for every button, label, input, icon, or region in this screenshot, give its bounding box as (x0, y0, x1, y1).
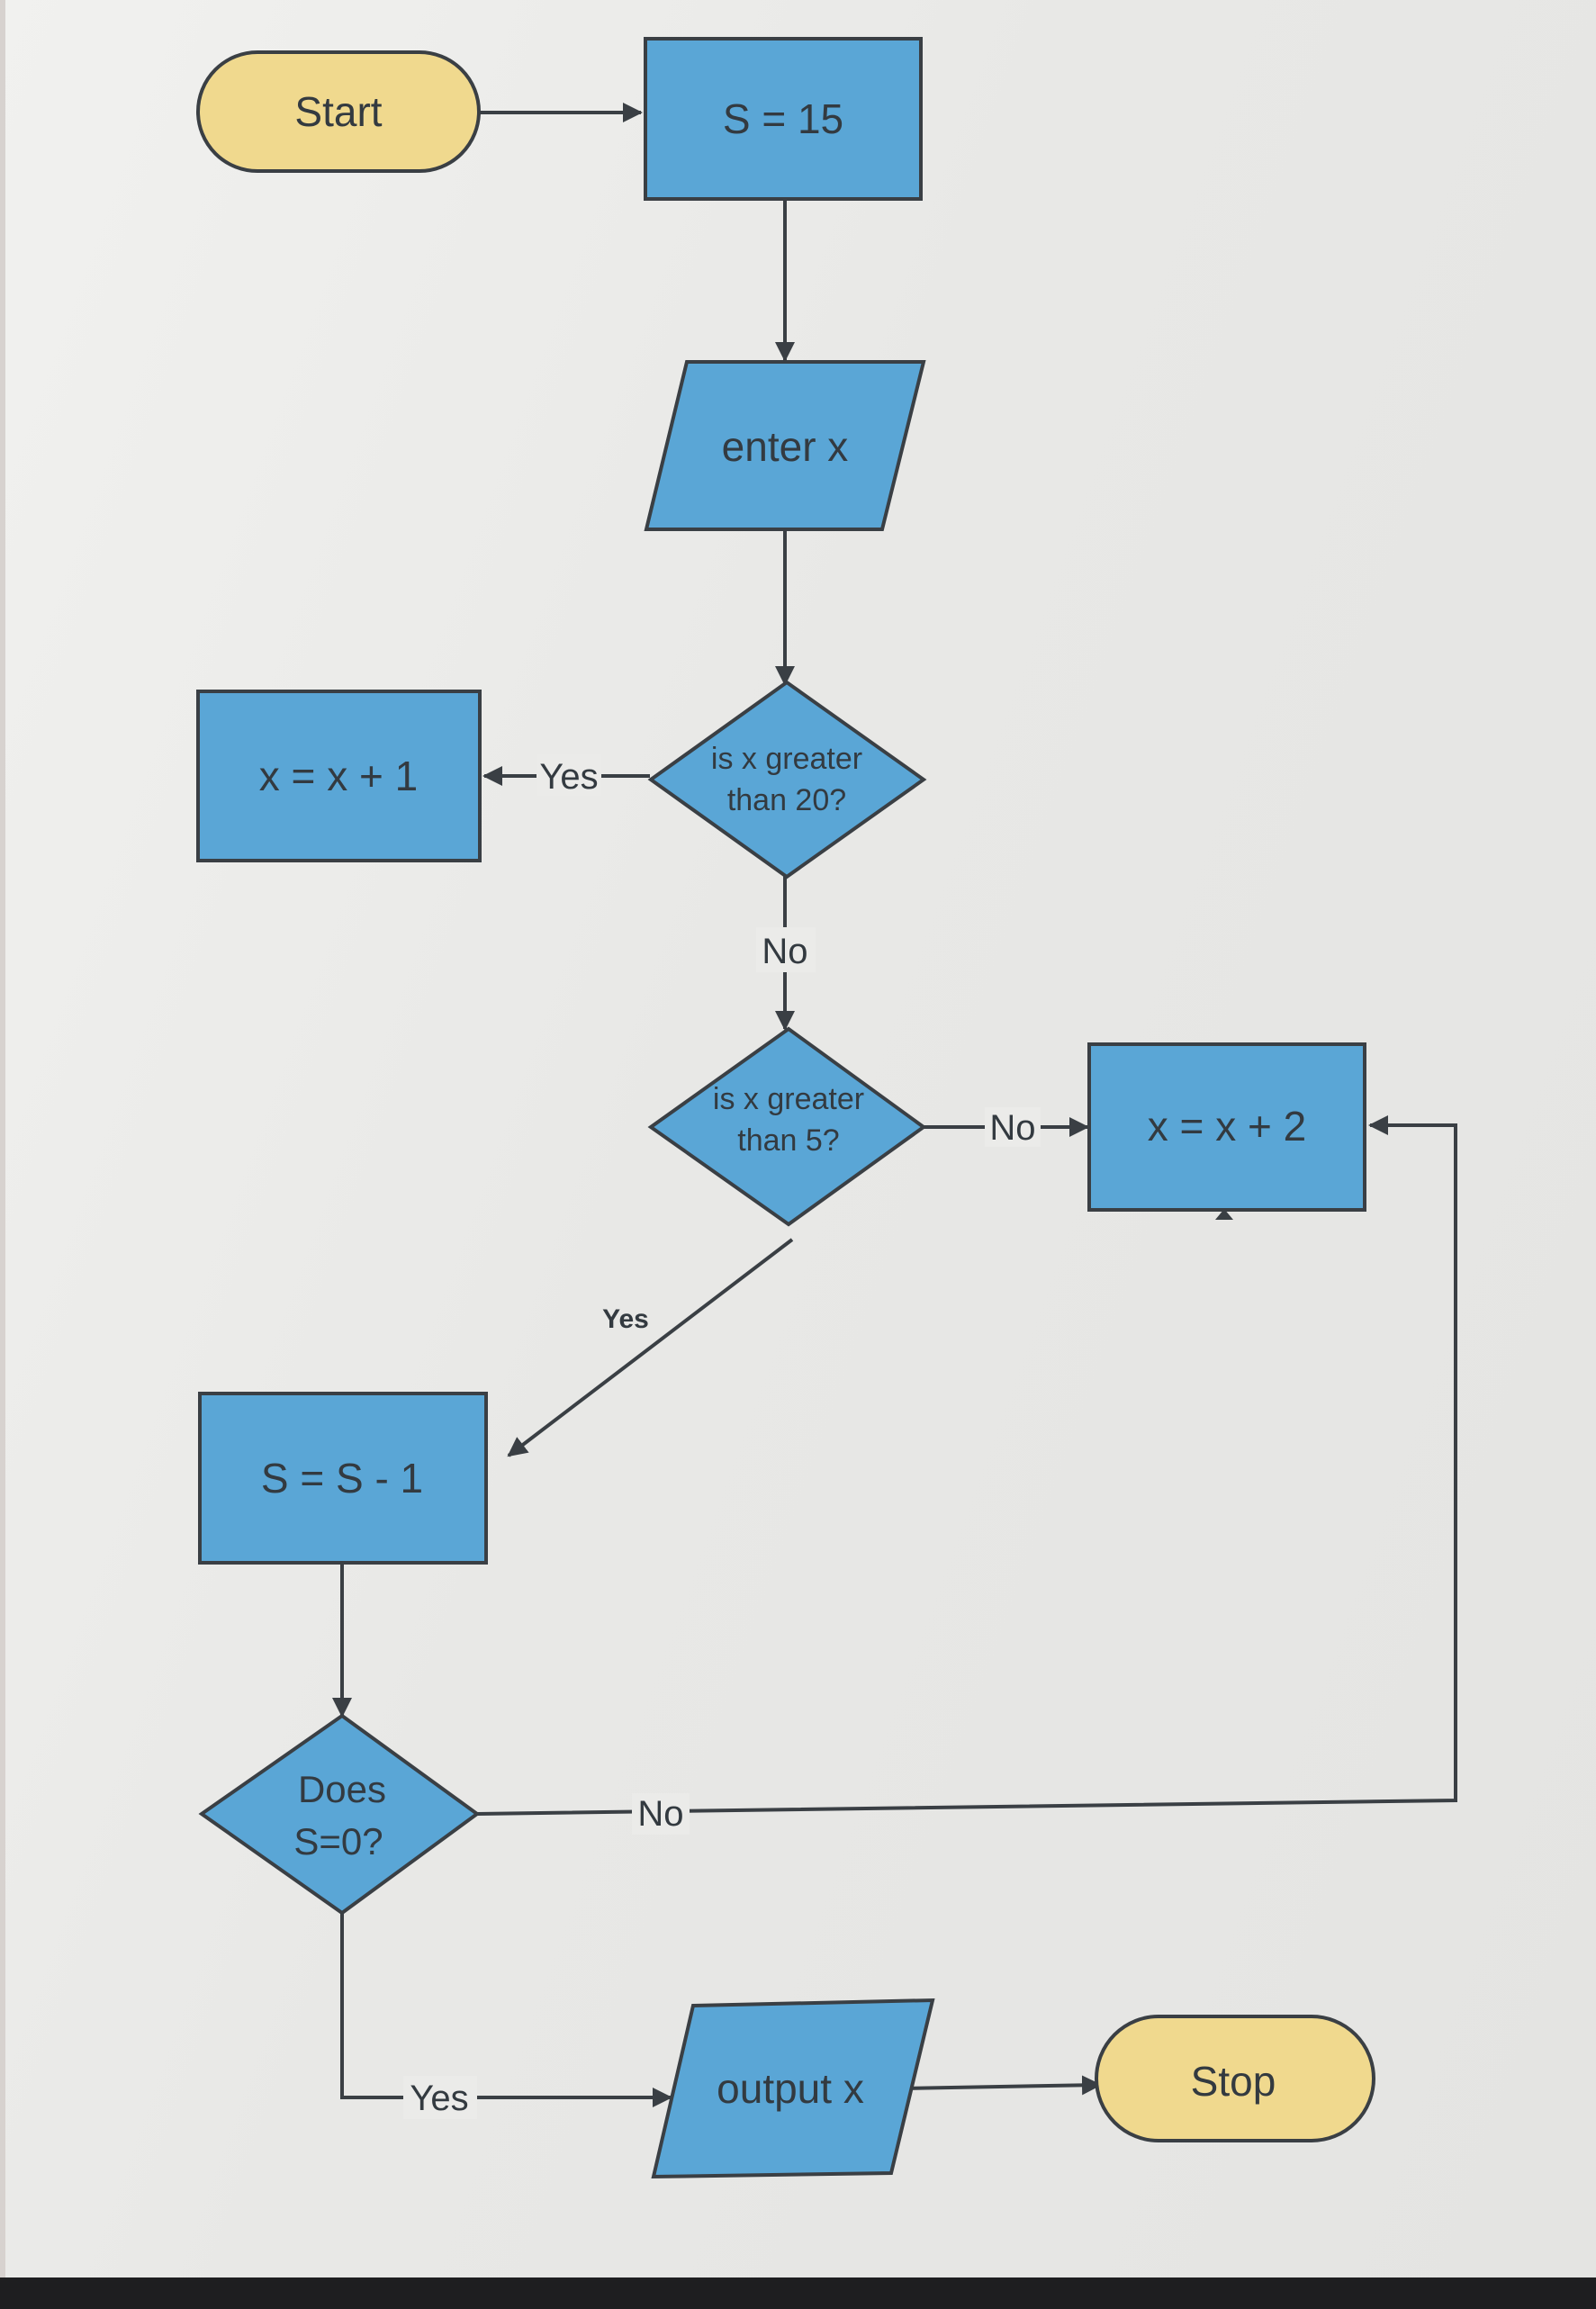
input-x-label: enter x (722, 423, 849, 470)
edge-label-bg (632, 1793, 690, 1835)
decision-s0-line2: S=0? (293, 1820, 383, 1863)
edge-label-bg (756, 927, 816, 972)
decision-20-line1: is x greater (711, 742, 862, 776)
decision-greater-than-20: is x greater than 20? (647, 680, 927, 879)
monitor-bezel (0, 2277, 1596, 2309)
edge-label-d20-yes: Yes (539, 757, 598, 797)
output-x-parallelogram: output x (651, 1998, 935, 2179)
dec-s-label: S = S - 1 (261, 1455, 423, 1502)
dec-s-process: S = S - 1 (198, 1392, 488, 1565)
edge-label-bg (403, 2076, 477, 2119)
init-s-label: S = 15 (723, 95, 843, 142)
edge-label-d5-no: No (989, 1108, 1035, 1148)
decision-5-line2: than 5? (737, 1123, 839, 1158)
stop-label: Stop (1191, 2058, 1276, 2105)
inc-x1-process: x = x + 1 (196, 690, 482, 862)
decision-20-line2: than 20? (727, 783, 846, 817)
edge-label-s0-no: No (637, 1794, 683, 1834)
edge-s0-no (476, 1115, 1457, 1816)
decision-greater-than-5: is x greater than 5? (647, 1026, 927, 1227)
edge-output-to-stop (899, 2075, 1102, 2096)
output-x-label: output x (717, 2065, 864, 2112)
inc-x1-label: x = x + 1 (259, 753, 418, 799)
start-terminal: Start (196, 50, 481, 173)
edge-label-d20-no: No (762, 932, 807, 971)
inc-x2-process: x = x + 2 (1087, 1042, 1366, 1212)
start-label: Start (294, 88, 382, 135)
decision-s-equals-zero: Does S=0? (198, 1713, 481, 1916)
inc-x2-label: x = x + 2 (1148, 1103, 1306, 1150)
stop-terminal: Stop (1095, 2015, 1375, 2142)
decision-5-line1: is x greater (713, 1082, 864, 1116)
edge-label-s0-yes: Yes (410, 2079, 468, 2118)
init-s-process: S = 15 (644, 37, 923, 201)
decision-s0-line1: Does (298, 1768, 386, 1810)
input-x-parallelogram: enter x (644, 360, 926, 531)
edge-s0-yes (340, 1913, 672, 2107)
connector-stub (1215, 1209, 1233, 1220)
edge-d5-yes (507, 1238, 794, 1457)
page-edge (0, 0, 5, 2277)
edge-label-bg (537, 754, 601, 796)
edge-label-bg (985, 1107, 1041, 1147)
edge-label-d5-yes: Yes (602, 1304, 649, 1334)
